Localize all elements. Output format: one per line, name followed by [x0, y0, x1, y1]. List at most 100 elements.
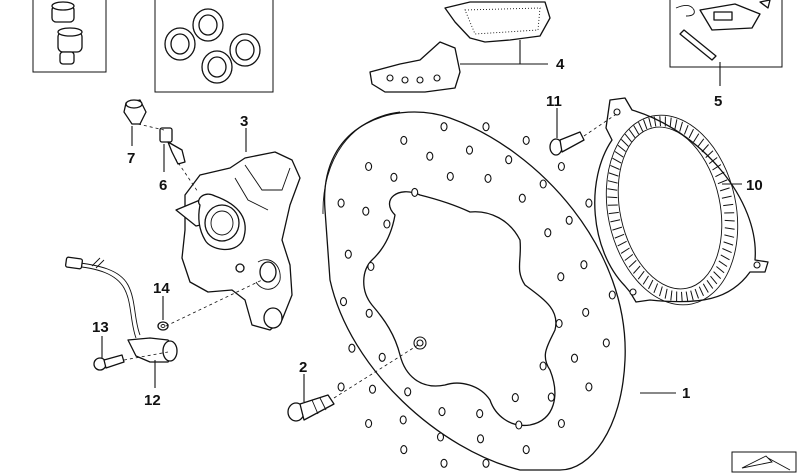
- disc-hole: [476, 409, 484, 419]
- disc-hole: [411, 187, 419, 197]
- leader-lines: [101, 40, 742, 402]
- callout-1: 1: [682, 385, 690, 402]
- disc-hole: [580, 260, 588, 270]
- disc-hole: [522, 135, 530, 145]
- abs-tooth: [690, 290, 694, 301]
- callout-5: 5: [714, 93, 722, 110]
- disc-hole: [608, 290, 616, 300]
- disc-hole: [565, 215, 573, 225]
- abs-tooth: [719, 187, 730, 192]
- disc-hole: [440, 122, 448, 132]
- abs-sensor-ring-part: [594, 97, 769, 306]
- callout-2: 2: [299, 359, 307, 376]
- callout-7: 7: [127, 150, 135, 167]
- disc-hole: [484, 173, 492, 183]
- abs-tooth: [610, 164, 620, 170]
- bushing-kit-box: [32, 0, 107, 73]
- disc-hole: [522, 445, 530, 455]
- abs-tooth: [633, 265, 641, 274]
- abs-tooth: [628, 129, 636, 138]
- abs-tooth: [617, 144, 626, 152]
- abs-tooth: [637, 270, 645, 280]
- disc-hole: [582, 307, 590, 317]
- abs-tooth: [698, 286, 704, 297]
- disc-hole: [465, 145, 474, 155]
- abs-tooth: [638, 121, 644, 132]
- disc-hole: [539, 361, 547, 371]
- disc-bolt-part: [287, 394, 335, 422]
- abs-tooth: [674, 119, 678, 130]
- disc-hole: [476, 434, 485, 444]
- abs-ring-bolt-part: [549, 131, 585, 156]
- abs-tooth: [612, 226, 623, 231]
- abs-tooth: [697, 138, 705, 148]
- disc-hole: [446, 171, 454, 181]
- abs-tooth: [628, 260, 637, 268]
- callout-3: 3: [240, 113, 248, 130]
- abs-tooth: [624, 254, 634, 261]
- disc-hole: [365, 161, 373, 172]
- abs-tooth: [653, 283, 659, 293]
- abs-tooth: [721, 195, 732, 199]
- disc-hole: [570, 353, 579, 363]
- disc-hole: [404, 387, 412, 397]
- disc-hole: [436, 432, 445, 442]
- disc-hole: [482, 122, 490, 132]
- abs-ring-teeth: [607, 116, 735, 302]
- disc-hole: [365, 418, 373, 429]
- disc-hole: [367, 261, 375, 272]
- seal-ring: [229, 33, 261, 67]
- abs-tooth: [717, 179, 728, 185]
- disc-hole: [585, 198, 593, 208]
- abs-tooth: [669, 117, 672, 128]
- abs-tooth: [642, 275, 649, 285]
- callout-11: 11: [546, 93, 562, 110]
- abs-tooth: [614, 233, 625, 239]
- disc-hole: [557, 418, 565, 429]
- disc-hole: [482, 458, 490, 468]
- disc-hole: [585, 382, 593, 392]
- abs-tooth: [653, 116, 657, 127]
- seal-ring: [201, 50, 233, 84]
- abs-tooth: [712, 164, 722, 171]
- abs-sensor-part: [64, 256, 178, 363]
- callout-12: 12: [144, 392, 161, 409]
- abs-tooth: [705, 150, 714, 158]
- seal-ring: [192, 8, 224, 42]
- callout-14: 14: [153, 280, 170, 297]
- seal-ring: [164, 27, 196, 61]
- disc-hole: [378, 352, 386, 362]
- abs-tooth: [723, 241, 734, 246]
- disc-hole: [400, 135, 408, 145]
- disc-drill-holes: [337, 122, 616, 468]
- abs-tooth: [664, 288, 668, 299]
- abs-tooth: [720, 254, 730, 261]
- disc-hole: [557, 272, 565, 282]
- abs-tooth: [715, 171, 725, 178]
- abs-tooth: [710, 275, 718, 285]
- abs-tooth: [706, 280, 714, 289]
- brake-disc-part: [322, 111, 626, 471]
- disc-hole: [555, 318, 563, 329]
- disc-hole: [426, 151, 434, 161]
- abs-tooth: [701, 144, 709, 153]
- disc-hole: [547, 392, 555, 402]
- disc-hole: [440, 458, 448, 468]
- callout-6: 6: [159, 177, 167, 194]
- abs-tooth: [607, 188, 618, 191]
- disc-hole: [365, 308, 373, 318]
- brake-caliper-part: [175, 151, 301, 331]
- abs-tooth: [612, 157, 622, 164]
- disc-hole: [390, 172, 398, 182]
- abs-tooth: [702, 283, 709, 293]
- disc-hole: [438, 407, 446, 417]
- abs-tooth: [610, 219, 621, 223]
- disc-hole: [399, 415, 407, 425]
- disc-hole: [344, 249, 352, 259]
- abs-tooth: [708, 157, 718, 164]
- assembly-lines: [123, 112, 619, 399]
- abs-tooth: [608, 172, 619, 177]
- disc-hole: [557, 161, 565, 172]
- bleeder-screw-part: [159, 127, 186, 165]
- abs-tooth: [624, 133, 632, 143]
